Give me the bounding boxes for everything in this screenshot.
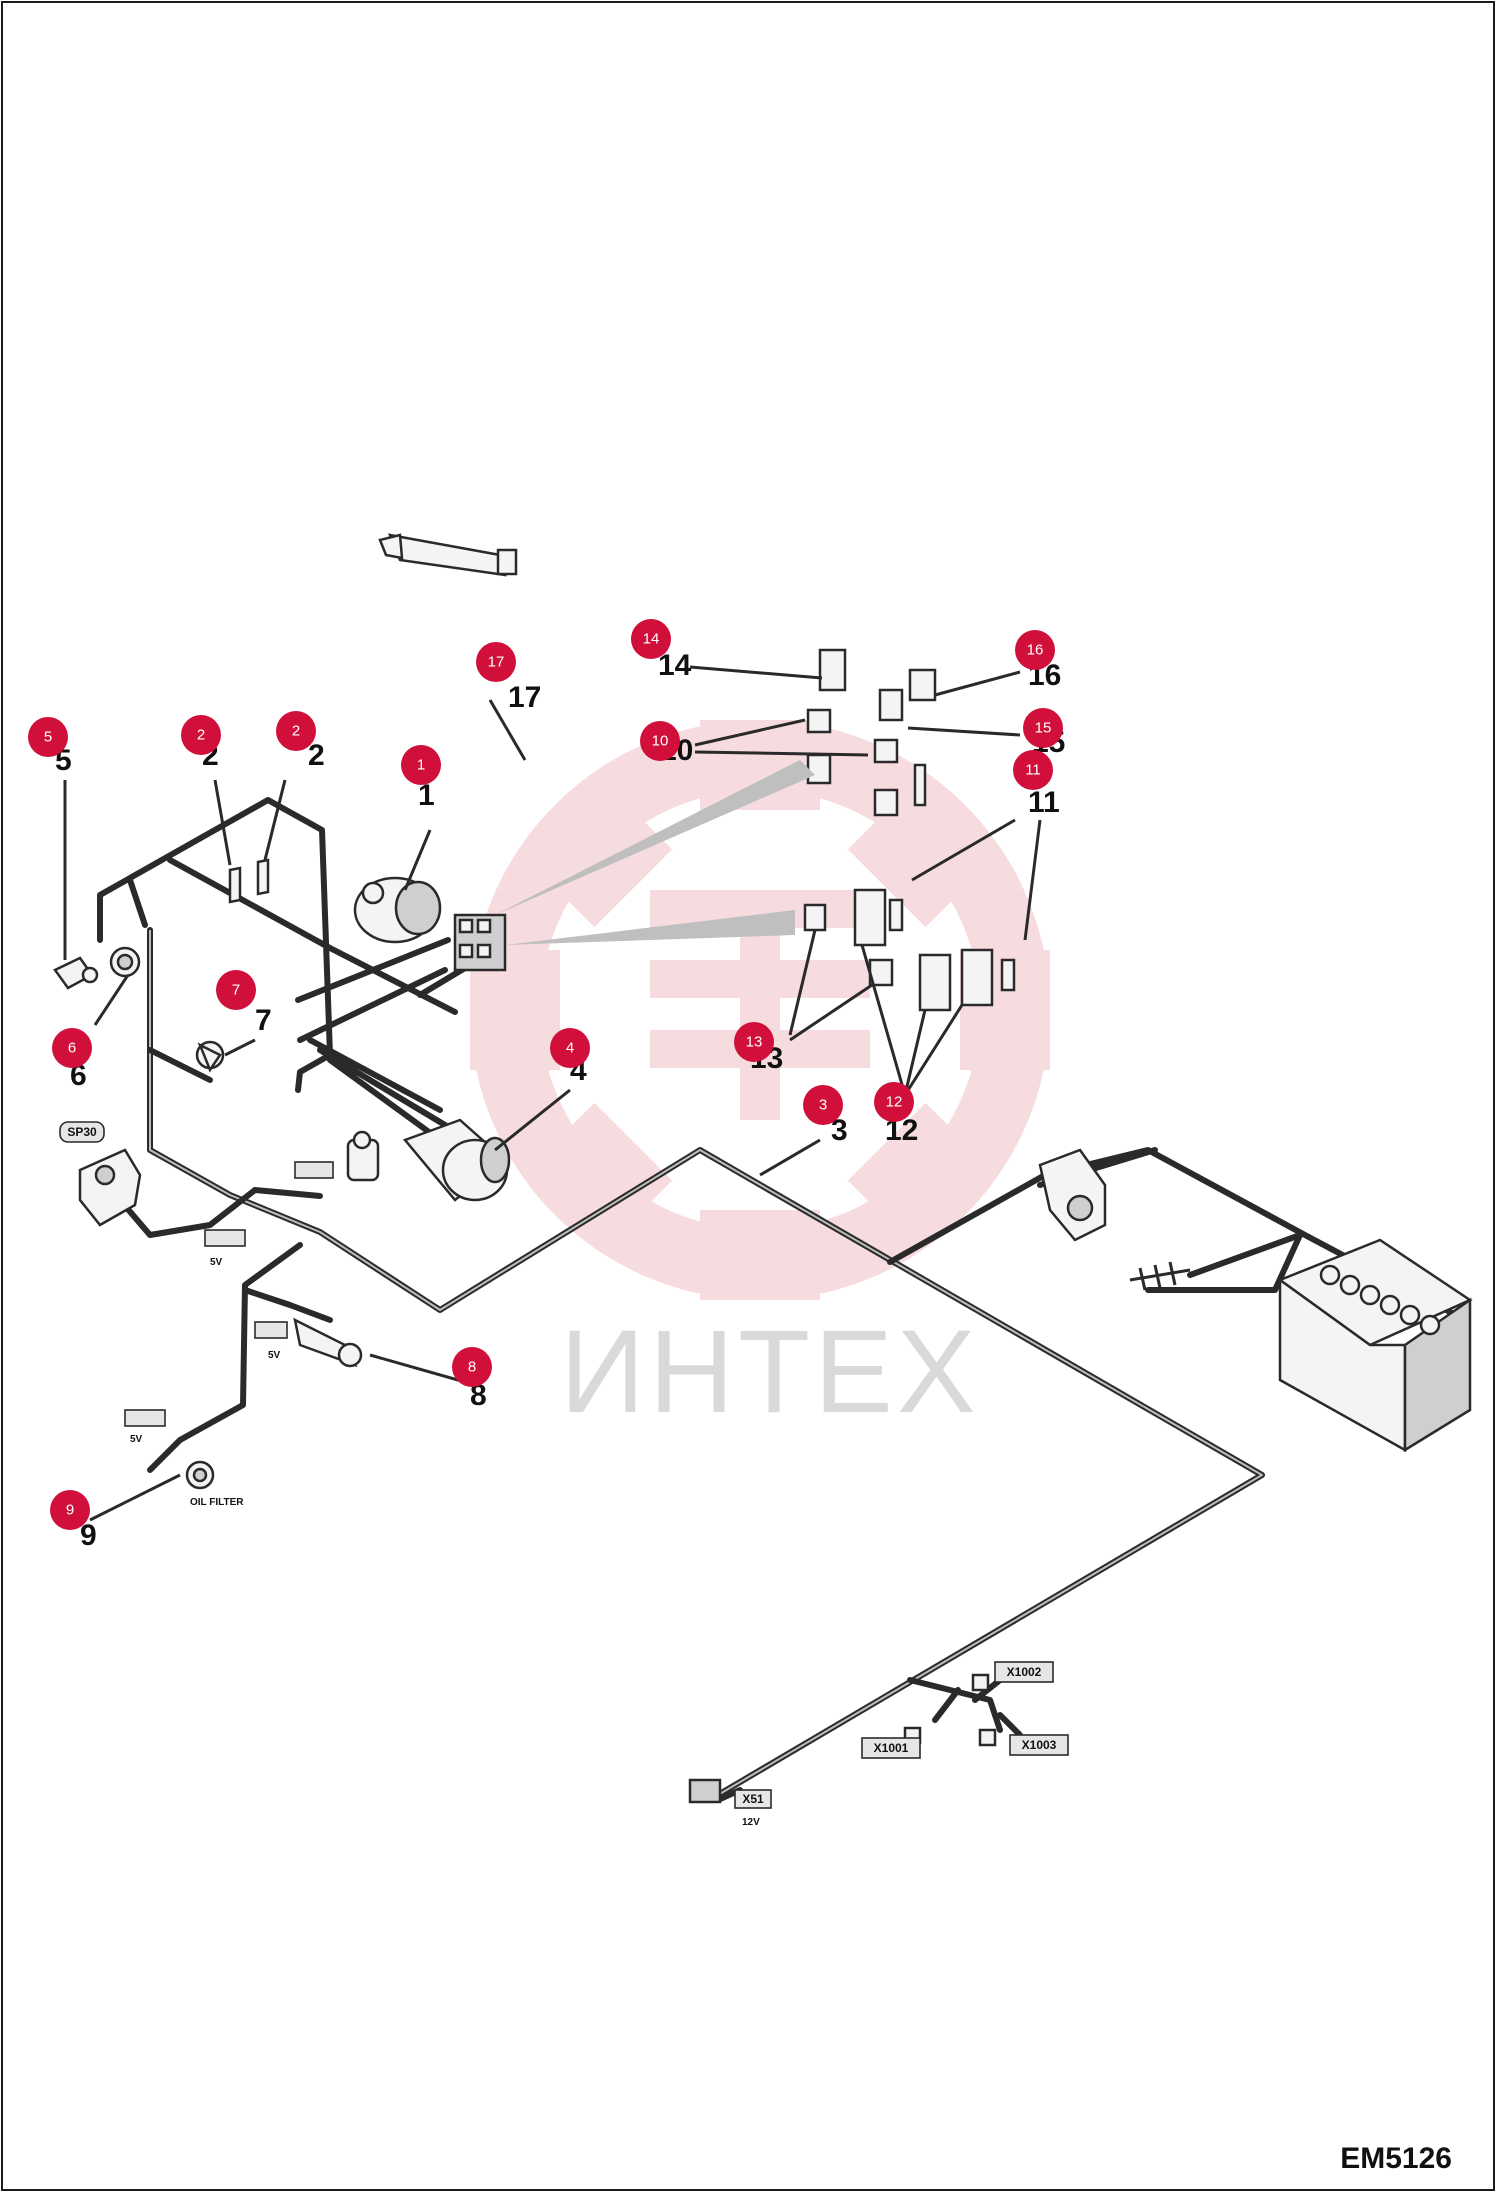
bubble-6[interactable]: 6 — [52, 1028, 92, 1068]
bubble-11[interactable]: 11 — [1013, 750, 1053, 790]
callout-9: 9 — [80, 1519, 97, 1552]
tag-blank-1 — [294, 1161, 334, 1179]
callout-7: 7 — [255, 1004, 272, 1037]
label-5v-2: 5V — [268, 1350, 281, 1361]
svg-text:2: 2 — [292, 723, 300, 740]
oil-pressure-switch — [185, 1460, 215, 1490]
starter-motor — [402, 1118, 511, 1202]
svg-text:1: 1 — [417, 757, 425, 774]
bubble-7[interactable]: 7 — [216, 970, 256, 1010]
svg-text:12: 12 — [886, 1094, 903, 1111]
bubble-2a[interactable]: 2 — [181, 715, 221, 755]
tag-blank-2 — [204, 1229, 246, 1247]
bubble-9[interactable]: 9 — [50, 1490, 90, 1530]
callout-17: 17 — [508, 681, 541, 714]
bubble-12[interactable]: 12 — [874, 1082, 914, 1122]
drawing-code: EM5126 — [1340, 2142, 1452, 2175]
valve-sp30 — [78, 1148, 142, 1227]
label-12v: 12V — [742, 1817, 760, 1828]
svg-text:6: 6 — [68, 1040, 76, 1057]
label-5v-3: 5V — [210, 1257, 223, 1268]
exploded-view-wedge-lower — [505, 910, 795, 945]
callout-2b: 2 — [308, 739, 325, 772]
sensor-8 — [293, 1317, 363, 1368]
bubble-17[interactable]: 17 — [476, 642, 516, 682]
svg-text:X1001: X1001 — [874, 1741, 909, 1755]
bubble-5[interactable]: 5 — [28, 717, 68, 757]
svg-text:X1002: X1002 — [1007, 1665, 1042, 1679]
bubble-14[interactable]: 14 — [631, 619, 671, 659]
connector-x1003-plug — [978, 1728, 997, 1747]
callout-8: 8 — [470, 1379, 487, 1412]
exploded-view-wedge-upper — [495, 760, 815, 915]
fuse-block — [453, 913, 507, 972]
bubble-3[interactable]: 3 — [803, 1085, 843, 1125]
bubble-8[interactable]: 8 — [452, 1347, 492, 1387]
callout-1: 1 — [418, 779, 435, 812]
tag-blank-3 — [254, 1321, 288, 1339]
fuel-solenoid — [346, 1130, 380, 1182]
battery-switch — [1038, 1148, 1107, 1242]
tag-x1003: X1003 — [1009, 1734, 1069, 1756]
svg-text:X51: X51 — [742, 1792, 764, 1806]
bubble-10[interactable]: 10 — [640, 721, 680, 761]
sensor-6 — [109, 946, 141, 978]
fuse-cluster — [803, 888, 1016, 1012]
tag-sp30: SP30 — [59, 1121, 105, 1143]
tag-x51: X51 — [734, 1789, 772, 1809]
connector-x1002-plug — [971, 1673, 990, 1692]
label-5v-1: 5V — [130, 1434, 143, 1445]
svg-text:5: 5 — [44, 729, 52, 746]
label-oil-filter: OIL FILTER — [190, 1497, 244, 1508]
grease-tube — [378, 533, 518, 577]
svg-text:2: 2 — [197, 727, 205, 744]
connector-x51 — [688, 1778, 722, 1804]
sensor-5 — [53, 956, 99, 990]
svg-text:11: 11 — [1025, 762, 1041, 779]
svg-text:15: 15 — [1035, 720, 1052, 737]
watermark-gear-icon — [470, 720, 1050, 1300]
svg-text:8: 8 — [468, 1359, 476, 1376]
svg-text:X1003: X1003 — [1022, 1738, 1057, 1752]
bubble-16[interactable]: 16 — [1015, 630, 1055, 670]
alternator — [353, 876, 442, 944]
bubble-1[interactable]: 1 — [401, 745, 441, 785]
tag-x1001: X1001 — [861, 1737, 921, 1759]
callout-11: 11 — [1028, 786, 1060, 819]
bubble-2b[interactable]: 2 — [276, 711, 316, 751]
svg-text:9: 9 — [66, 1502, 74, 1519]
svg-text:7: 7 — [232, 982, 240, 999]
tag-x1002: X1002 — [994, 1661, 1054, 1683]
svg-text:SP30: SP30 — [67, 1125, 97, 1139]
svg-text:13: 13 — [746, 1034, 763, 1051]
svg-text:4: 4 — [566, 1040, 574, 1057]
svg-text:16: 16 — [1027, 642, 1044, 659]
bubble-13[interactable]: 13 — [734, 1022, 774, 1062]
sensor-7 — [195, 1040, 225, 1073]
bubble-15[interactable]: 15 — [1023, 708, 1063, 748]
relay-cluster — [806, 648, 937, 817]
ground-symbol — [1129, 1261, 1191, 1291]
tag-blank-4 — [124, 1409, 166, 1427]
svg-text:17: 17 — [488, 654, 505, 671]
leader-lines — [63, 665, 1042, 1522]
svg-text:14: 14 — [643, 631, 660, 648]
battery — [1277, 1238, 1473, 1453]
svg-text:10: 10 — [652, 733, 669, 750]
bubble-4[interactable]: 4 — [550, 1028, 590, 1068]
svg-text:3: 3 — [819, 1097, 827, 1114]
callout-3: 3 — [831, 1114, 848, 1147]
watermark-text: ИНТЕХ — [560, 1306, 980, 1438]
glow-plugs — [228, 858, 270, 904]
